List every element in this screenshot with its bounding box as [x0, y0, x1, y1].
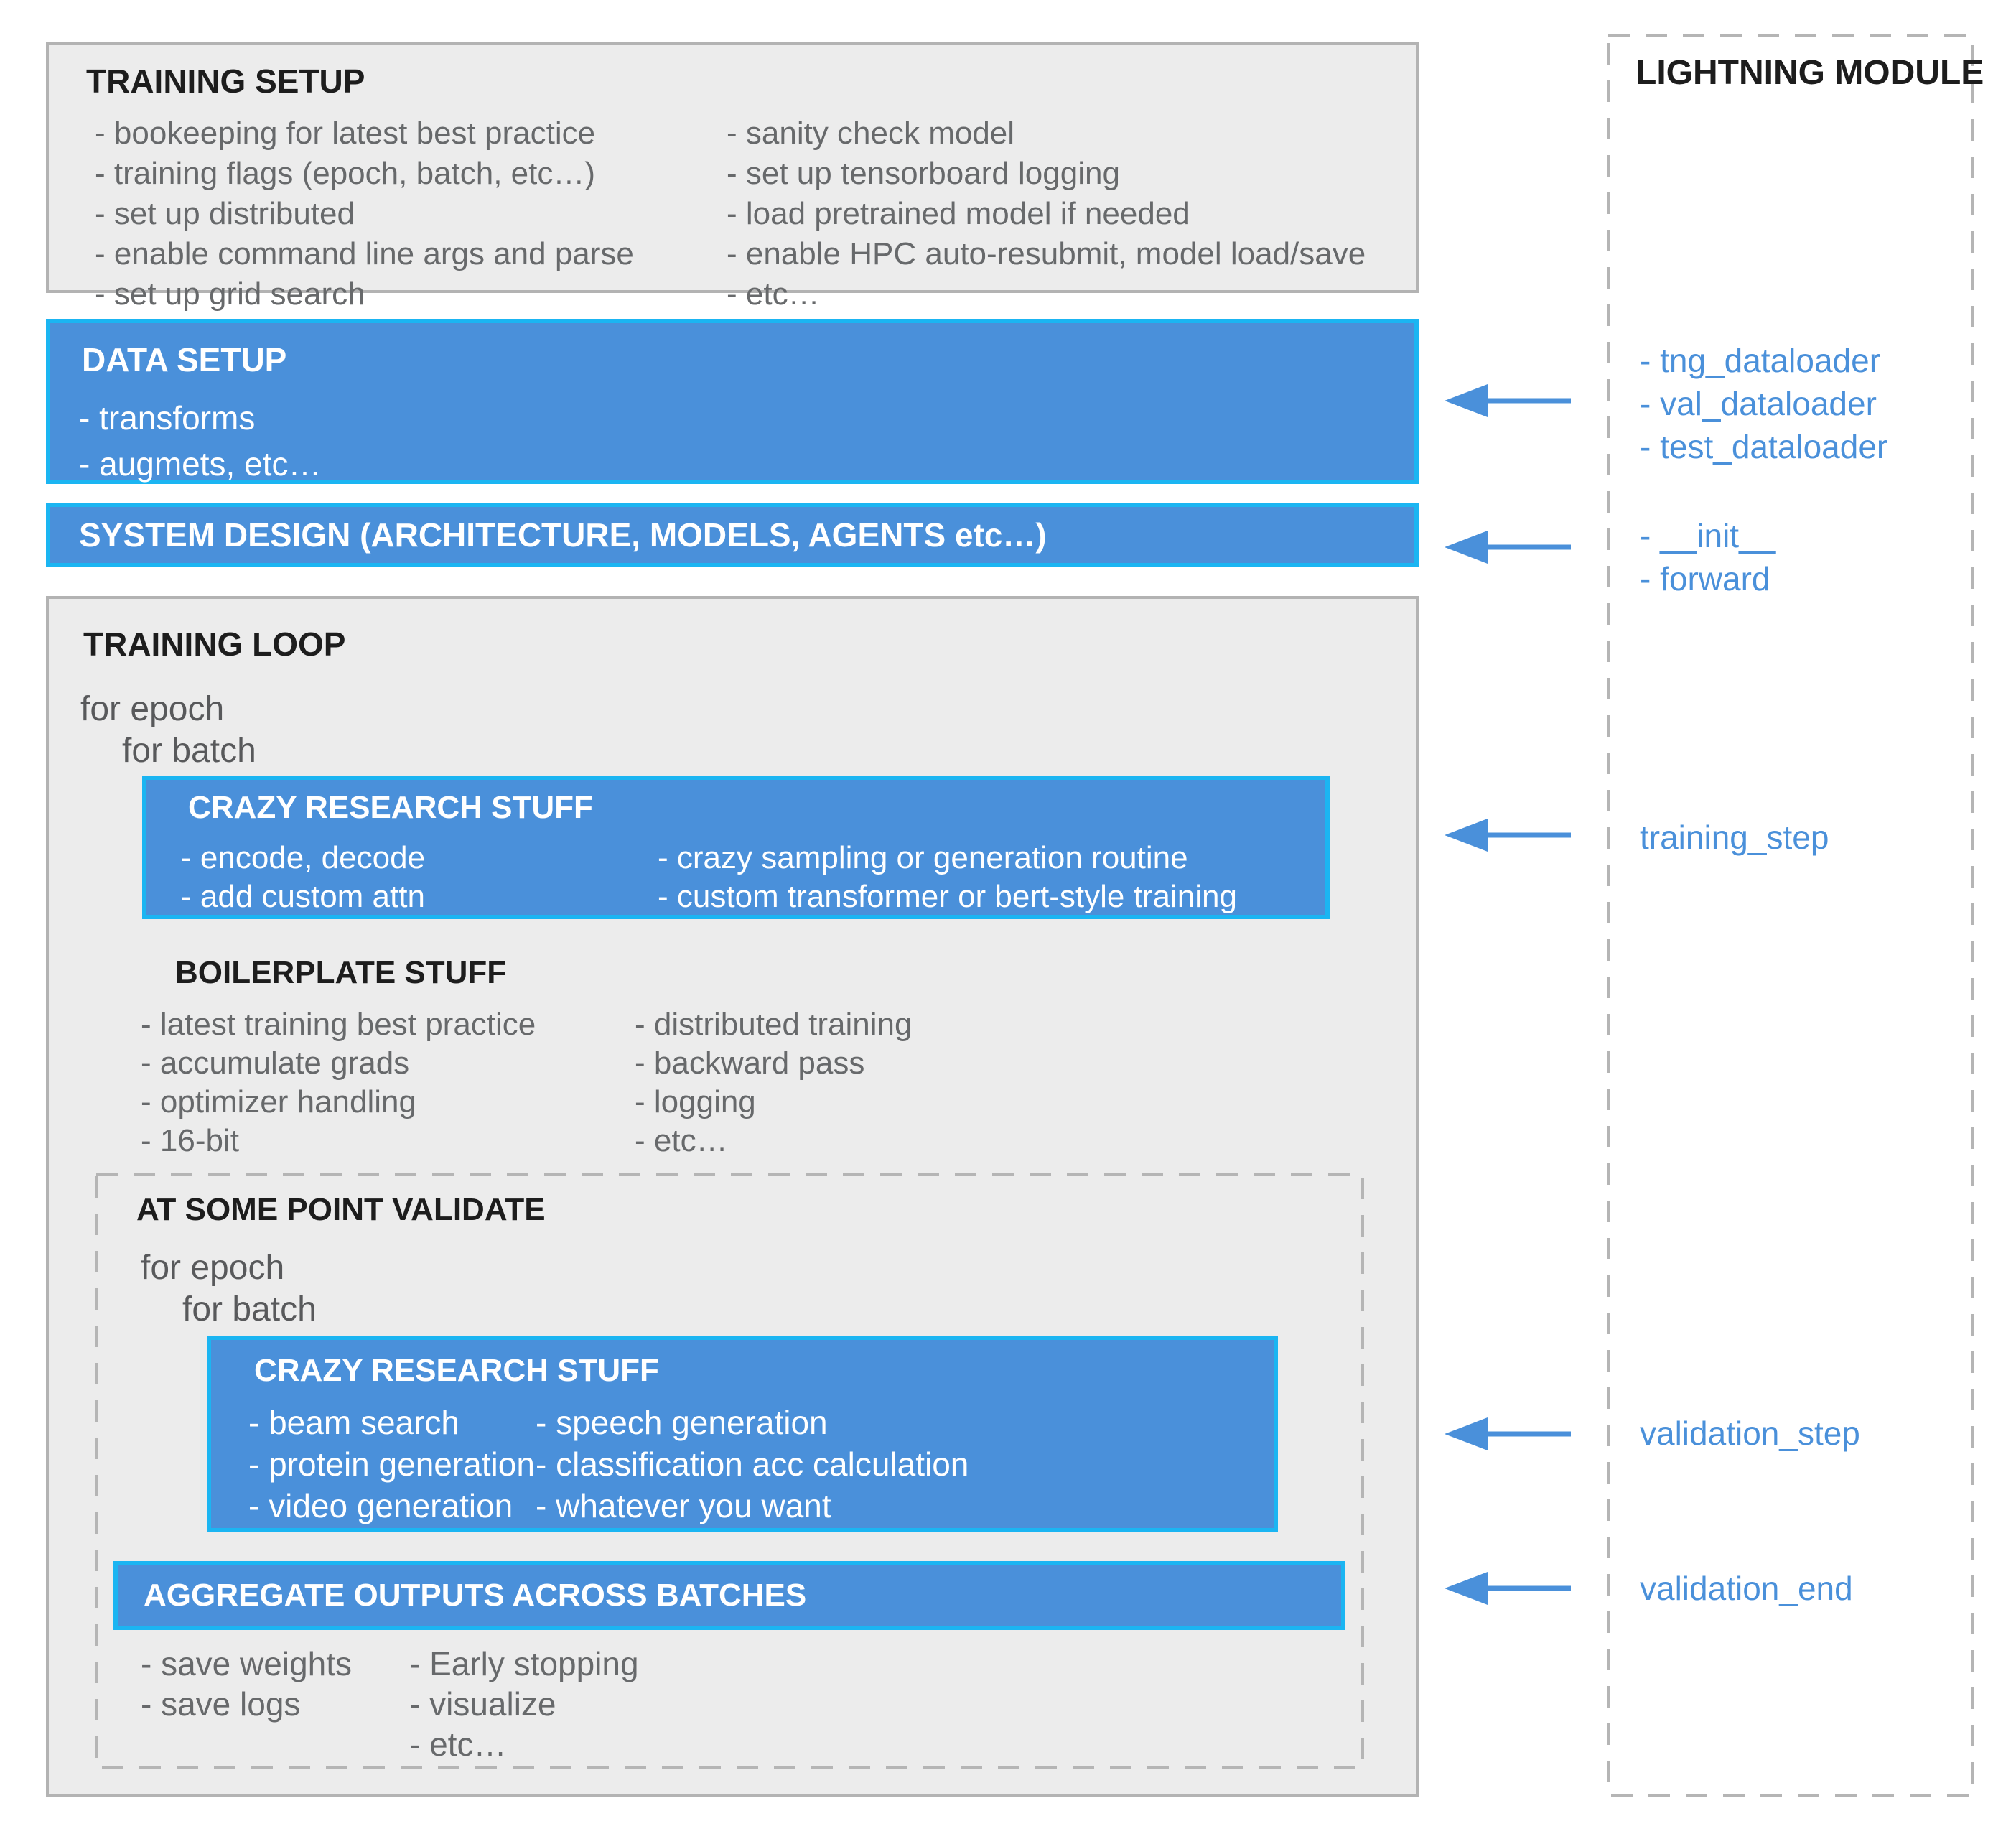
list-item: - accumulate grads [141, 1046, 410, 1081]
training-setup-right-list: - sanity check model - set up tensorboar… [727, 113, 1366, 315]
method-label-validation-end: validation_end [1640, 1570, 1853, 1607]
validate-post-right-list: - Early stopping - visualize - etc… [409, 1644, 639, 1764]
list-item: - optimizer handling [141, 1084, 416, 1119]
list-item: - crazy sampling or generation routine [658, 840, 1188, 875]
training-setup-box: TRAINING SETUP - bookeeping for latest b… [46, 42, 1419, 312]
list-item: - encode, decode [181, 840, 426, 875]
arrow-left-icon-data-setup [1443, 379, 1574, 422]
list-item: - speech generation [536, 1404, 828, 1441]
list-item: - save weights [141, 1645, 353, 1682]
data-setup-title: DATA SETUP [82, 341, 287, 378]
crazy-research-title: CRAZY RESEARCH STUFF [188, 790, 593, 825]
list-item: - backward pass [635, 1046, 865, 1081]
list-item: - latest training best practice [141, 1007, 536, 1042]
list-item: - bookeeping for latest best practice [95, 116, 596, 151]
for-batch-line: for batch [122, 732, 256, 770]
arrow-left-icon-validation-step [1443, 1412, 1574, 1456]
method-label-tng-dataloader: - tng_dataloader [1640, 342, 1881, 379]
list-item: - 16-bit [141, 1123, 239, 1158]
list-item: - load pretrained model if needed [727, 196, 1190, 231]
training-setup-title: TRAINING SETUP [86, 62, 365, 100]
list-item: - training flags (epoch, batch, etc…) [95, 156, 595, 191]
for-batch-line: for batch [182, 1290, 317, 1328]
list-item: - add custom attn [181, 879, 425, 914]
list-item: - set up grid search [95, 276, 365, 312]
lightning-module-panel: LIGHTNING MODULE - tng_dataloader - val_… [1607, 34, 1984, 1797]
aggregate-outputs-title: AGGREGATE OUTPUTS ACROSS BATCHES [144, 1578, 807, 1613]
arrow-left-icon-training-step [1443, 814, 1574, 857]
list-item: - etc… [727, 276, 820, 312]
crazy-research-title: CRAZY RESEARCH STUFF [254, 1353, 659, 1388]
list-item: - Early stopping [409, 1645, 639, 1682]
method-label-training-step: training_step [1640, 819, 1829, 856]
boilerplate-left-list: - latest training best practice - accumu… [141, 1005, 536, 1160]
crazy-research-right-list: - crazy sampling or generation routine -… [658, 839, 1237, 916]
for-epoch-line: for epoch [80, 690, 225, 728]
training-loop-title: TRAINING LOOP [83, 625, 346, 663]
dashed-border [1607, 34, 1974, 1797]
crazy-research-box-training: CRAZY RESEARCH STUFF - encode, decode - … [142, 776, 1330, 919]
method-label-validation-step: validation_step [1640, 1415, 1860, 1452]
list-item: - protein generation [248, 1445, 535, 1483]
method-label-forward: - forward [1640, 560, 1770, 597]
list-item: - etc… [409, 1726, 507, 1763]
list-item: - logging [635, 1084, 756, 1119]
method-label-test-dataloader: - test_dataloader [1640, 428, 1888, 465]
list-item: - enable command line args and parse [95, 236, 634, 271]
list-item: - whatever you want [536, 1487, 831, 1524]
crazy-research-left-list: - encode, decode - add custom attn [181, 839, 425, 916]
list-item: - sanity check model [727, 116, 1015, 151]
list-item: - visualize [409, 1685, 556, 1723]
system-design-bar: SYSTEM DESIGN (ARCHITECTURE, MODELS, AGE… [46, 503, 1419, 567]
arrow-left-icon-validation-end [1443, 1567, 1574, 1610]
list-item: - enable HPC auto-resubmit, model load/s… [727, 236, 1366, 271]
method-label-val-dataloader: - val_dataloader [1640, 385, 1877, 422]
list-item: - distributed training [635, 1007, 913, 1042]
aggregate-outputs-bar: AGGREGATE OUTPUTS ACROSS BATCHES [113, 1561, 1345, 1630]
list-item: - save logs [141, 1685, 301, 1723]
boilerplate-right-list: - distributed training - backward pass -… [635, 1005, 912, 1160]
validate-title: AT SOME POINT VALIDATE [136, 1192, 546, 1227]
validate-post-left-list: - save weights - save logs [141, 1644, 352, 1724]
list-item: - set up distributed [95, 196, 355, 231]
init-forward-method-list: - __init__ - forward [1640, 514, 1775, 600]
list-item: - set up tensorboard logging [727, 156, 1120, 191]
system-design-title: SYSTEM DESIGN (ARCHITECTURE, MODELS, AGE… [79, 516, 1047, 554]
boilerplate-title: BOILERPLATE STUFF [175, 955, 507, 990]
list-item: - augmets, etc… [79, 445, 322, 483]
arrow-left-icon-system-design [1443, 526, 1574, 569]
method-label-init: - __init__ [1640, 517, 1776, 554]
for-epoch-line: for epoch [141, 1249, 285, 1287]
lightning-module-title: LIGHTNING MODULE [1635, 54, 1984, 92]
crazy-research-right-list: - speech generation - classification acc… [536, 1402, 969, 1527]
data-setup-box: DATA SETUP - transforms - augmets, etc… [46, 319, 1419, 484]
list-item: - custom transformer or bert-style train… [658, 879, 1237, 914]
dataloader-method-list: - tng_dataloader - val_dataloader - test… [1640, 339, 1887, 468]
list-item: - transforms [79, 399, 256, 437]
data-setup-list: - transforms - augmets, etc… [79, 395, 321, 487]
list-item: - beam search [248, 1404, 460, 1441]
training-setup-left-list: - bookeeping for latest best practice - … [95, 113, 634, 315]
crazy-research-box-validation: CRAZY RESEARCH STUFF - beam search - pro… [207, 1336, 1278, 1532]
crazy-research-left-list: - beam search - protein generation - vid… [248, 1402, 535, 1527]
training-loop-box: TRAINING LOOP for epoch for batch CRAZY … [46, 596, 1419, 1797]
list-item: - video generation [248, 1487, 513, 1524]
list-item: - etc… [635, 1123, 728, 1158]
list-item: - classification acc calculation [536, 1445, 969, 1483]
validate-box: AT SOME POINT VALIDATE for epoch for bat… [95, 1173, 1364, 1769]
